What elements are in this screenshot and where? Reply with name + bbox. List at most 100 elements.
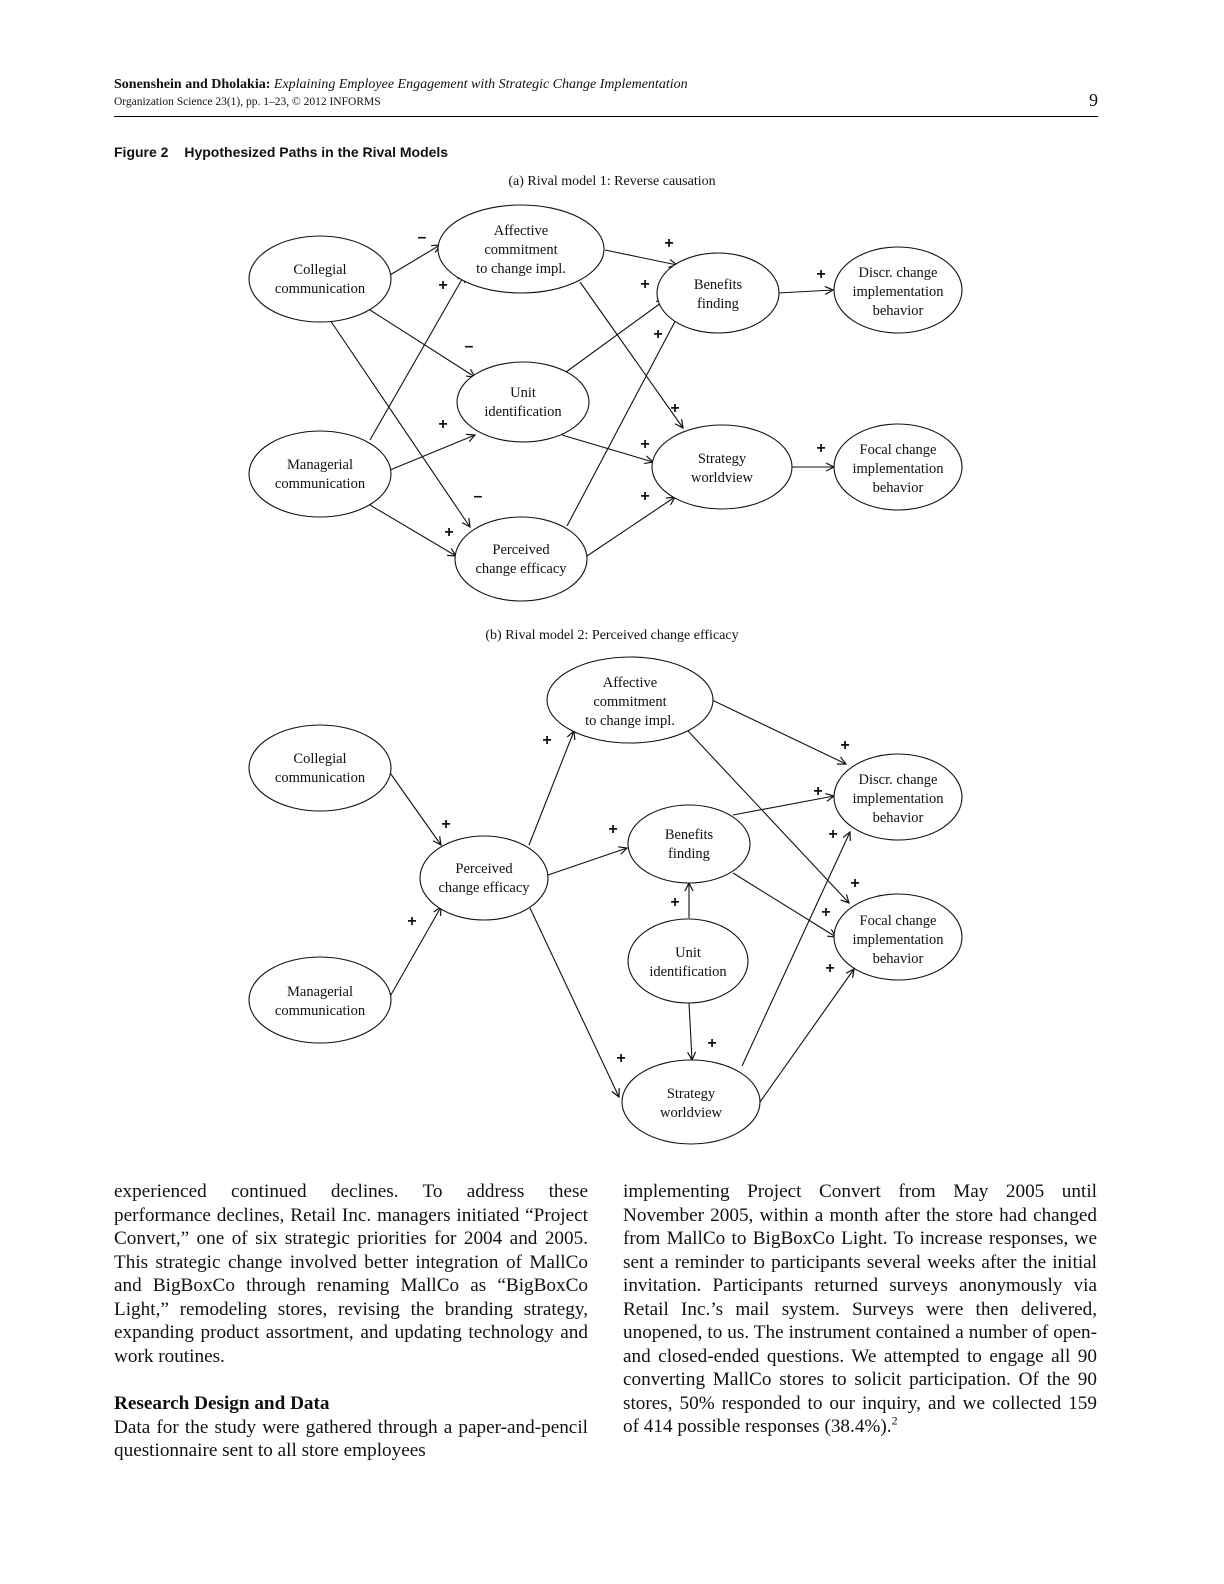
svg-text:+: + — [850, 875, 859, 892]
figure-caption: Figure 2 Hypothesized Paths in the Rival… — [114, 144, 448, 160]
node-unit-identification — [627, 918, 749, 1004]
panel-a-signs: – + – + – + + + + + + + + + — [418, 229, 826, 541]
panel-a-edges — [329, 245, 834, 559]
svg-text:+: + — [670, 400, 679, 417]
panel-b-signs: + + + + + + + + + + + + + — [407, 732, 859, 1067]
header-article-title: Explaining Employee Engagement with Stra… — [273, 77, 688, 92]
edge-efficacy-affective — [528, 731, 574, 846]
node-discr-change-behavior — [833, 246, 963, 334]
right-column: implementing Project Convert from May 20… — [623, 1180, 1097, 1439]
panel-a-caption: (a) Rival model 1: Reverse causation — [508, 174, 716, 189]
panel-b-edges — [387, 699, 854, 1103]
edge-efficacy-benefits — [547, 848, 627, 876]
node-strategy-worldview — [621, 1059, 761, 1145]
svg-text:+: + — [438, 416, 447, 433]
svg-text:+: + — [640, 276, 649, 293]
svg-text:+: + — [825, 960, 834, 977]
svg-text:–: – — [465, 338, 474, 355]
node-managerial-communication — [248, 956, 392, 1044]
edge-collegial-unit — [369, 309, 475, 377]
svg-text:+: + — [640, 436, 649, 453]
edge-affective-benefits — [604, 249, 677, 265]
edge-benefits-discr — [777, 290, 833, 293]
edge-benefits-focal — [732, 872, 836, 937]
edge-efficacy-strategy — [529, 907, 619, 1097]
edge-strategy-focal — [759, 969, 854, 1103]
svg-text:+: + — [821, 904, 830, 921]
node-perceived-change-efficacy — [419, 835, 549, 921]
svg-text:+: + — [828, 826, 837, 843]
panel-a-nodes — [248, 204, 963, 602]
section-heading: Research Design and Data — [114, 1393, 330, 1414]
node-strategy-worldview — [651, 424, 793, 510]
page-number: 9 — [1089, 90, 1098, 110]
left-paragraph-1: experienced continued declines. To addre… — [114, 1181, 588, 1367]
left-column: experienced continued declines. To addre… — [114, 1180, 588, 1463]
svg-text:+: + — [616, 1050, 625, 1067]
node-benefits-finding — [656, 252, 780, 334]
edge-unit-strategy — [689, 1002, 692, 1060]
svg-text:+: + — [640, 488, 649, 505]
node-discr-change-behavior — [833, 753, 963, 841]
edge-efficacy-benefits — [566, 312, 680, 527]
svg-text:+: + — [707, 1035, 716, 1052]
node-managerial-communication — [248, 430, 392, 518]
edge-collegial-efficacy — [387, 769, 441, 845]
edge-benefits-discr — [732, 796, 834, 816]
svg-text:+: + — [840, 737, 849, 754]
figure-number: Figure 2 — [114, 144, 169, 160]
svg-text:+: + — [816, 266, 825, 283]
node-collegial-communication — [248, 724, 392, 812]
edge-affective-discr — [711, 699, 846, 764]
svg-text:+: + — [407, 913, 416, 930]
svg-text:+: + — [444, 524, 453, 541]
node-affective-commitment — [437, 204, 605, 294]
svg-text:+: + — [653, 326, 662, 343]
running-header: Sonenshein and Dholakia: Explaining Empl… — [114, 76, 1098, 110]
node-collegial-communication — [248, 235, 392, 323]
panel-b-nodes — [248, 656, 963, 1145]
edge-managerial-unit — [389, 435, 475, 471]
right-paragraph: implementing Project Convert from May 20… — [623, 1180, 1097, 1439]
svg-text:–: – — [474, 488, 483, 505]
node-focal-change-behavior — [833, 893, 963, 981]
svg-text:+: + — [670, 894, 679, 911]
edge-unit-benefits — [561, 300, 665, 376]
header-authors: Sonenshein and Dholakia: — [114, 77, 271, 92]
edge-affective-strategy — [579, 281, 683, 428]
node-affective-commitment — [546, 656, 714, 744]
svg-text:+: + — [542, 732, 551, 749]
node-focal-change-behavior — [833, 423, 963, 511]
edge-collegial-affective — [389, 245, 440, 276]
node-unit-identification — [456, 361, 590, 443]
svg-text:+: + — [816, 440, 825, 457]
footnote-marker: 2 — [891, 1413, 898, 1428]
edge-managerial-efficacy — [369, 504, 456, 556]
edge-affective-focal — [687, 730, 849, 903]
svg-text:+: + — [813, 783, 822, 800]
header-journal: Organization Science 23(1), pp. 1–23, © … — [114, 96, 381, 108]
svg-text:+: + — [438, 277, 447, 294]
panel-b-caption: (b) Rival model 2: Perceived change effi… — [485, 628, 739, 643]
figure-title: Hypothesized Paths in the Rival Models — [184, 144, 449, 160]
right-paragraph-text: implementing Project Convert from May 20… — [623, 1181, 1097, 1437]
node-benefits-finding — [627, 804, 751, 884]
svg-text:–: – — [418, 229, 427, 246]
